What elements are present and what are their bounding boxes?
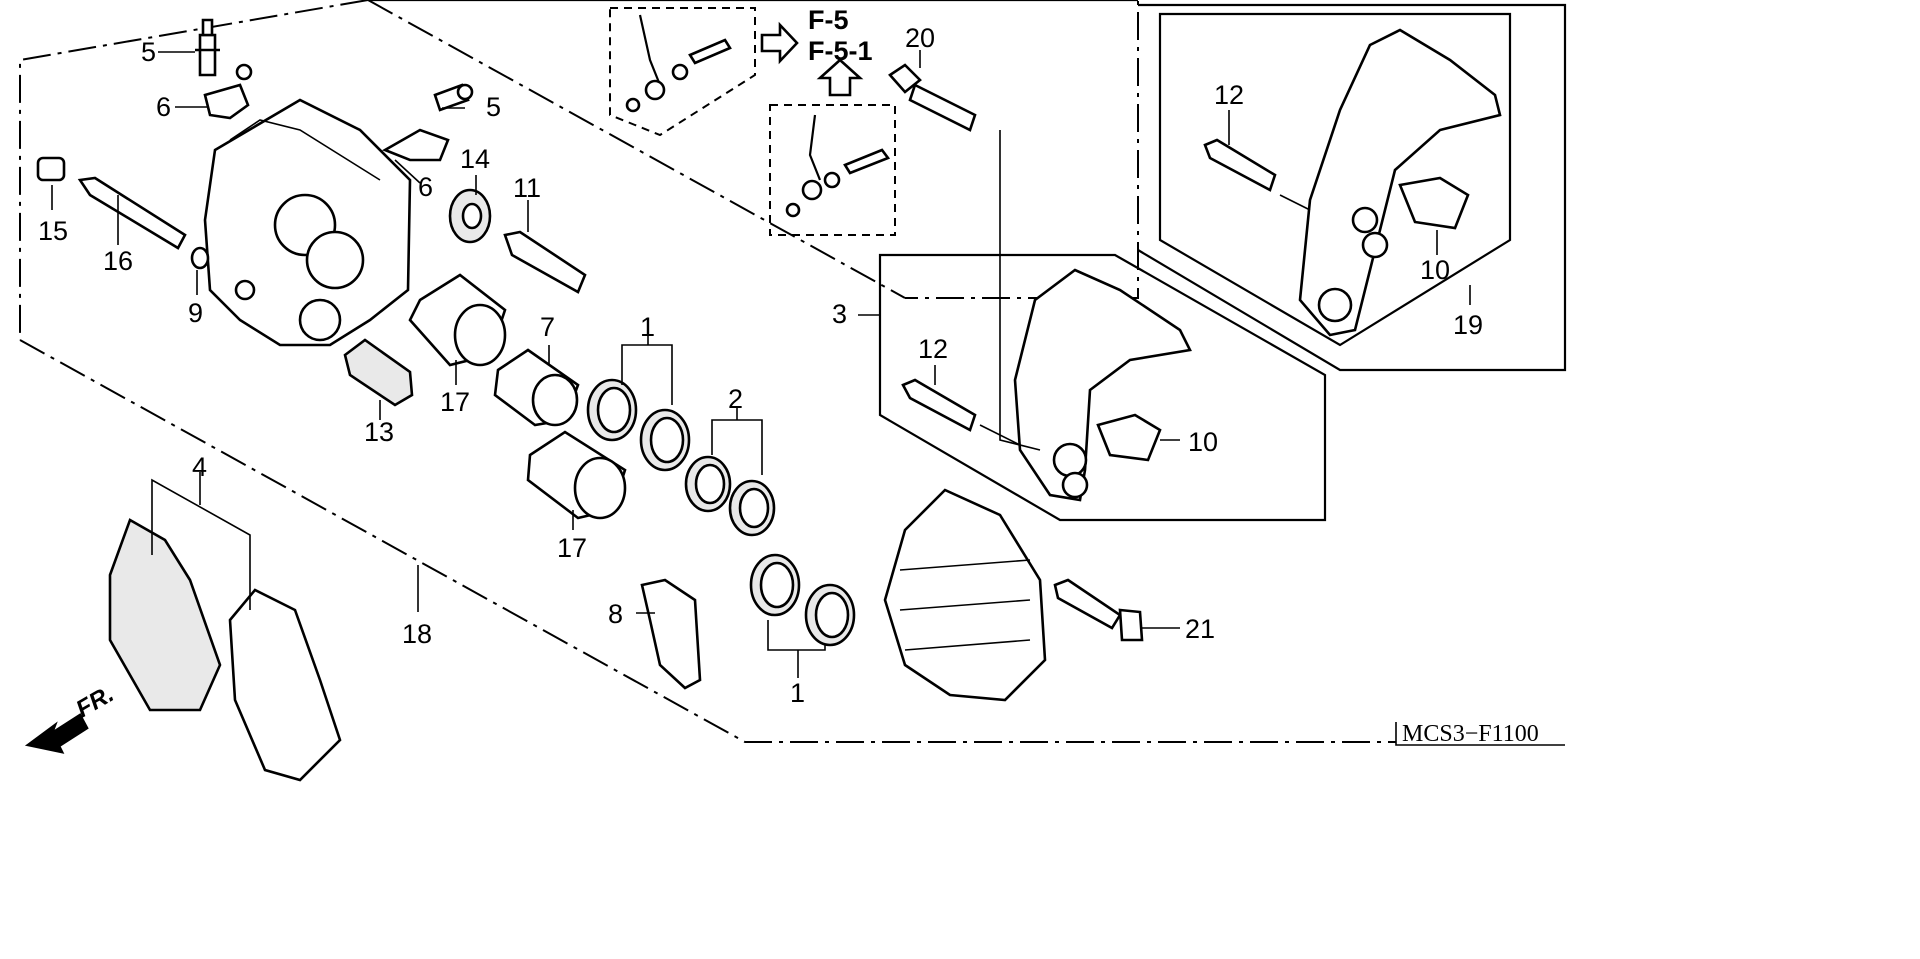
piston-seal-1-upper-b [639, 408, 691, 472]
piston-7 [493, 348, 580, 427]
bleeder-screw-right [433, 83, 474, 112]
callout-15[interactable]: 15 [38, 216, 68, 246]
callout-10-upper[interactable]: 10 [1420, 255, 1450, 285]
brake-hose-upper [625, 14, 732, 113]
pad-retainer-10-lower [1096, 413, 1162, 462]
sleeve-13 [343, 338, 414, 407]
callout-18[interactable]: 18 [402, 619, 432, 649]
callout-2[interactable]: 2 [728, 384, 743, 414]
bolt-20 [888, 63, 977, 132]
front-direction-arrow [24, 713, 89, 754]
brake-hose-lower [785, 114, 891, 218]
pad-spring-8 [640, 578, 702, 690]
callout-11[interactable]: 11 [513, 173, 541, 203]
caliper-body-right [883, 488, 1047, 702]
piston-seal-1-lower-a [749, 553, 801, 617]
callout-1-lower[interactable]: 1 [790, 678, 805, 708]
callout-17-upper[interactable]: 17 [440, 387, 470, 417]
reference-arrow-right [760, 21, 799, 65]
slide-pin-11 [503, 230, 587, 294]
callout-7[interactable]: 7 [540, 312, 555, 342]
callout-1-upper[interactable]: 1 [640, 312, 655, 342]
plug-15 [36, 156, 66, 182]
callout-5-left[interactable]: 5 [141, 37, 156, 67]
bleeder-cap-left [203, 63, 253, 120]
grommet-14 [448, 188, 492, 244]
assembly-outline [19, 0, 1396, 743]
callout-4[interactable]: 4 [192, 452, 207, 482]
pad-retainer-10-upper [1398, 176, 1470, 230]
callout-12-upper[interactable]: 12 [1214, 80, 1244, 110]
caliper-bracket-3 [1013, 268, 1192, 502]
hose-detail-boxes [609, 7, 896, 236]
callout-21[interactable]: 21 [1185, 614, 1215, 644]
callout-17-lower[interactable]: 17 [557, 533, 587, 563]
callout-20[interactable]: 20 [905, 23, 935, 53]
caliper-body-left [203, 98, 412, 347]
callout-10-lower[interactable]: 10 [1188, 427, 1218, 457]
bleeder-cap-right [382, 128, 450, 162]
bleeder-screw-left [195, 18, 220, 77]
assembly-19-outline [1137, 3, 1567, 372]
piston-seal-1-upper-a [586, 378, 638, 442]
piston-17-upper [408, 273, 507, 367]
pin-12-lower [901, 378, 977, 432]
callout-19[interactable]: 19 [1453, 310, 1483, 340]
callout-16[interactable]: 16 [103, 246, 133, 276]
reference-f5[interactable]: F-5 [808, 5, 849, 35]
callout-8[interactable]: 8 [608, 599, 623, 629]
diagram-code-box: MCS3−F1100 [1395, 721, 1565, 747]
diagram-code: MCS3−F1100 [1402, 721, 1539, 747]
brake-pad-a [108, 518, 222, 712]
caliper-bracket-19 [1298, 28, 1502, 337]
reference-arrow-up [816, 58, 864, 97]
washer-9 [190, 246, 210, 270]
bolt-21 [1053, 578, 1144, 642]
callout-6-left[interactable]: 6 [156, 92, 171, 122]
pad-pin-16 [77, 176, 187, 250]
dust-seal-2-b [728, 479, 776, 537]
callout-13[interactable]: 13 [364, 417, 394, 447]
piston-seal-1-lower-b [804, 583, 856, 647]
brake-pad-b [228, 588, 342, 782]
assembly-3-outline [878, 253, 1327, 522]
reference-f5-1[interactable]: F-5-1 [808, 36, 873, 66]
leader-lines [51, 50, 1471, 678]
callout-14[interactable]: 14 [460, 144, 490, 174]
callouts: 1 1 2 3 4 5 5 6 6 7 8 9 10 10 11 12 12 1… [38, 23, 1483, 708]
callout-3[interactable]: 3 [832, 299, 847, 329]
pin-12-upper [1203, 138, 1277, 192]
callout-9[interactable]: 9 [188, 298, 203, 328]
piston-17-lower [526, 430, 627, 520]
callout-6-right[interactable]: 6 [418, 172, 433, 202]
dust-seal-2-a [684, 455, 732, 513]
callout-12-lower[interactable]: 12 [918, 334, 948, 364]
callout-5-right[interactable]: 5 [486, 92, 501, 122]
